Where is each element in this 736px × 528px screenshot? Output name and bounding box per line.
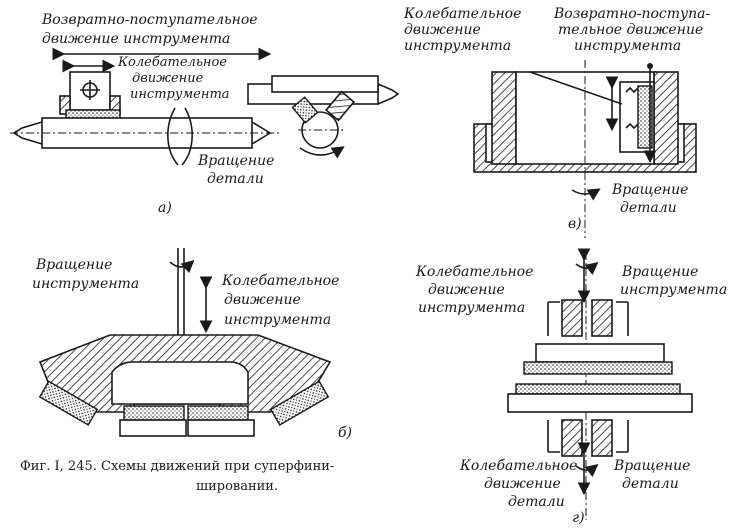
b-rotation-arrow	[169, 259, 195, 274]
diagram-v: Колебательное движение инструмента Возвр…	[403, 6, 711, 238]
g-bottom-rotation-arrow	[575, 464, 599, 477]
a-label-rot-1: Вращение	[197, 153, 274, 169]
g-bottom-tool-right	[591, 419, 613, 457]
g-label-rot-part-1: Вращение	[613, 458, 690, 474]
g-label-osc-part-3: детали	[508, 494, 565, 510]
a-rotation-arrow	[167, 107, 193, 166]
a-label-reciprocating-1: Возвратно-поступательное	[41, 12, 258, 28]
g-top-rotation-arrow	[575, 262, 599, 275]
g-bottom-tool-left	[561, 419, 583, 457]
figure-caption-line-2: шировании.	[196, 479, 278, 494]
v-label-osc-3: инструмента	[404, 38, 511, 54]
b-label-rot-2: инструмента	[32, 276, 139, 292]
b-label-osc-1: Колебательное	[221, 273, 339, 289]
v-label-recip-2: тельное движение	[558, 22, 703, 38]
g-label-rot-part-2: детали	[622, 476, 679, 492]
diagram-b: Вращение инструмента Колебательное движе…	[32, 248, 352, 441]
b-inner-cavity	[111, 361, 249, 405]
a-label-osc-3: инструмента	[130, 87, 230, 102]
g-label-rot-tool-2: инструмента	[620, 282, 727, 298]
g-sub-label: г)	[572, 510, 585, 526]
b-label-rot-1: Вращение	[35, 257, 112, 273]
b-stone-left	[123, 405, 185, 421]
g-label-osc-part-1: Колебательное	[459, 458, 577, 474]
g-bottom-disk	[507, 393, 693, 413]
a-label-osc-1: Колебательное	[117, 55, 227, 70]
v-label-rot-1: Вращение	[611, 182, 688, 198]
diagram-a: Возвратно-поступательное движение инстру…	[10, 12, 400, 216]
v-label-rot-2: детали	[620, 200, 677, 216]
g-label-osc-part-2: движение	[484, 476, 561, 492]
a-side-rotation-arrow	[299, 146, 345, 159]
b-sub-label: б)	[338, 425, 352, 441]
v-left-wall	[491, 71, 517, 165]
a-label-rot-2: детали	[207, 171, 264, 187]
v-sub-label: в)	[568, 216, 582, 232]
v-rotation-arrow	[571, 188, 601, 201]
diagram-g: Колебательное движение инструмента Враще…	[415, 248, 727, 526]
v-label-osc-2: движение	[404, 22, 481, 38]
g-label-osc-tool-1: Колебательное	[415, 264, 533, 280]
g-label-osc-tool-2: движение	[428, 282, 505, 298]
a-label-reciprocating-2: движение инструмента	[42, 31, 230, 47]
a-sub-label: а)	[158, 200, 172, 216]
b-label-osc-3: инструмента	[224, 312, 331, 328]
g-top-disk	[535, 343, 665, 363]
b-label-osc-2: движение	[224, 292, 301, 308]
v-label-osc-1: Колебательное	[403, 6, 521, 22]
v-abrasive-stone	[637, 85, 653, 149]
g-top-tool-right	[591, 299, 613, 337]
g-label-osc-tool-3: инструмента	[418, 300, 525, 316]
g-top-abrasive	[523, 361, 673, 375]
g-bottom-abrasive	[515, 383, 681, 395]
figure-caption-line-1: Фиг. I, 245. Схемы движений при суперфин…	[20, 459, 334, 474]
v-label-recip-3: инструмента	[574, 38, 681, 54]
b-stone-right	[187, 405, 249, 421]
v-right-wall	[653, 71, 679, 165]
v-label-recip-1: Возвратно-поступа-	[553, 6, 711, 22]
a-label-osc-2: движение	[132, 71, 204, 86]
g-label-rot-tool-1: Вращение	[621, 264, 698, 280]
g-top-tool-left	[561, 299, 583, 337]
